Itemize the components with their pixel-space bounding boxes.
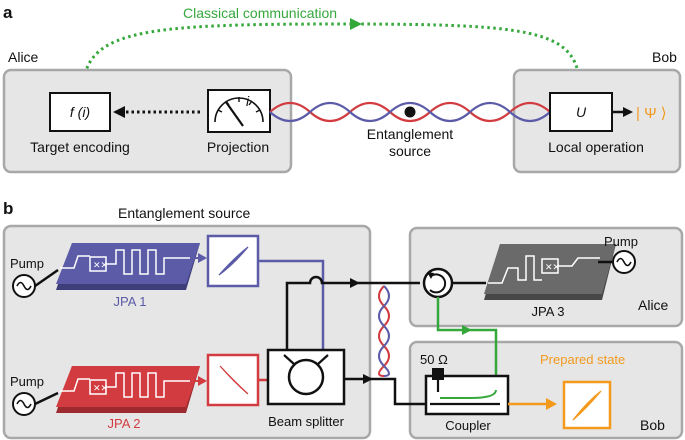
entanglement-label-line2: source: [389, 143, 431, 159]
circulator-arrow-head: [427, 272, 434, 279]
entanglement-label-line1: Entanglement: [367, 126, 454, 142]
prepared-state-ellipse: [572, 390, 602, 421]
jpa1-output-head: [198, 253, 207, 263]
prepared-output-head: [546, 398, 557, 410]
twisted-wave-blue: [378, 285, 390, 377]
output-state-label: | Ψ ⟩: [636, 105, 667, 122]
bob-label-b: Bob: [640, 417, 665, 433]
twisted-wave-red: [378, 285, 390, 377]
jpa3-label: JPA 3: [531, 304, 564, 319]
beam-splitter-ring: [287, 358, 325, 396]
jpa1-chip: ✕✕: [56, 243, 200, 290]
prepared-state-label: Prepared state: [540, 352, 625, 367]
pump2-label: Pump: [10, 374, 44, 389]
circulator-arrow: [429, 273, 447, 294]
meter-needle: [225, 101, 244, 127]
pump1-sine: [16, 281, 32, 291]
ohm-label: 50 Ω: [420, 352, 448, 367]
entanglement-source-title: Entanglement source: [118, 205, 251, 221]
encoding-arrow-head: [113, 106, 125, 118]
termination-50-ohm: [432, 368, 444, 380]
meter-outcome-label: i: [246, 93, 250, 109]
panel-b-tag: b: [3, 199, 13, 218]
bs-output-to-alice: [285, 275, 420, 350]
beam-splitter-label: Beam splitter: [268, 414, 345, 429]
coupler-box: [424, 374, 510, 416]
filter1-squeezed-ellipse: [218, 246, 249, 276]
pump2-sine: [16, 399, 32, 409]
unitary-label: U: [576, 104, 587, 120]
jpa2-chip: ✕✕: [56, 366, 200, 413]
target-encoding-label: Target encoding: [30, 139, 130, 155]
pump1-label: Pump: [10, 256, 44, 271]
coupler-label: Coupler: [445, 418, 491, 433]
jpa3-chip: ✕✕: [484, 244, 616, 300]
panel-a-tag: a: [3, 3, 13, 22]
classical-communication-arc: [81, 22, 582, 93]
blue-path-to-splitter: [258, 259, 325, 350]
pump3-label: Pump: [604, 234, 638, 249]
unitary-output-head: [623, 107, 633, 117]
entangled-wave-red: [269, 101, 551, 123]
encoding-box: [49, 92, 111, 132]
entangled-wave-blue: [269, 101, 551, 123]
classical-arrow-head: [350, 18, 362, 30]
bs-line-b: [317, 354, 329, 365]
svg-text:✕✕: ✕✕: [93, 383, 108, 393]
bs-line-a: [283, 354, 295, 365]
classical-label: Classical communication: [183, 5, 337, 21]
bs-output-to-bob-head: [363, 374, 373, 384]
pump1-line: [34, 268, 59, 288]
coupler-inner-green: [440, 389, 497, 399]
pump3-sine: [616, 257, 632, 267]
filter2-box: [206, 353, 260, 407]
local-operation-label: Local operation: [548, 139, 644, 155]
entanglement-source-dot: [404, 106, 416, 118]
bs-output-to-alice-head: [350, 278, 360, 288]
svg-text:✕✕: ✕✕: [545, 262, 560, 272]
jpa2-output-head: [198, 376, 207, 386]
jpa2-label: JPA 2: [107, 416, 140, 431]
jpa1-label: JPA 1: [113, 294, 146, 309]
alice-label: Alice: [8, 49, 39, 65]
green-path-head: [462, 325, 472, 335]
unitary-box: [549, 92, 613, 132]
encoding-function-label: f (i): [70, 104, 90, 120]
pump2-line: [34, 391, 59, 406]
filter2-squeezed-ellipse: [219, 365, 249, 395]
svg-text:✕✕: ✕✕: [93, 260, 108, 270]
projection-label: Projection: [207, 139, 269, 155]
bob-label: Bob: [652, 49, 677, 65]
alice-label-b: Alice: [638, 297, 669, 313]
